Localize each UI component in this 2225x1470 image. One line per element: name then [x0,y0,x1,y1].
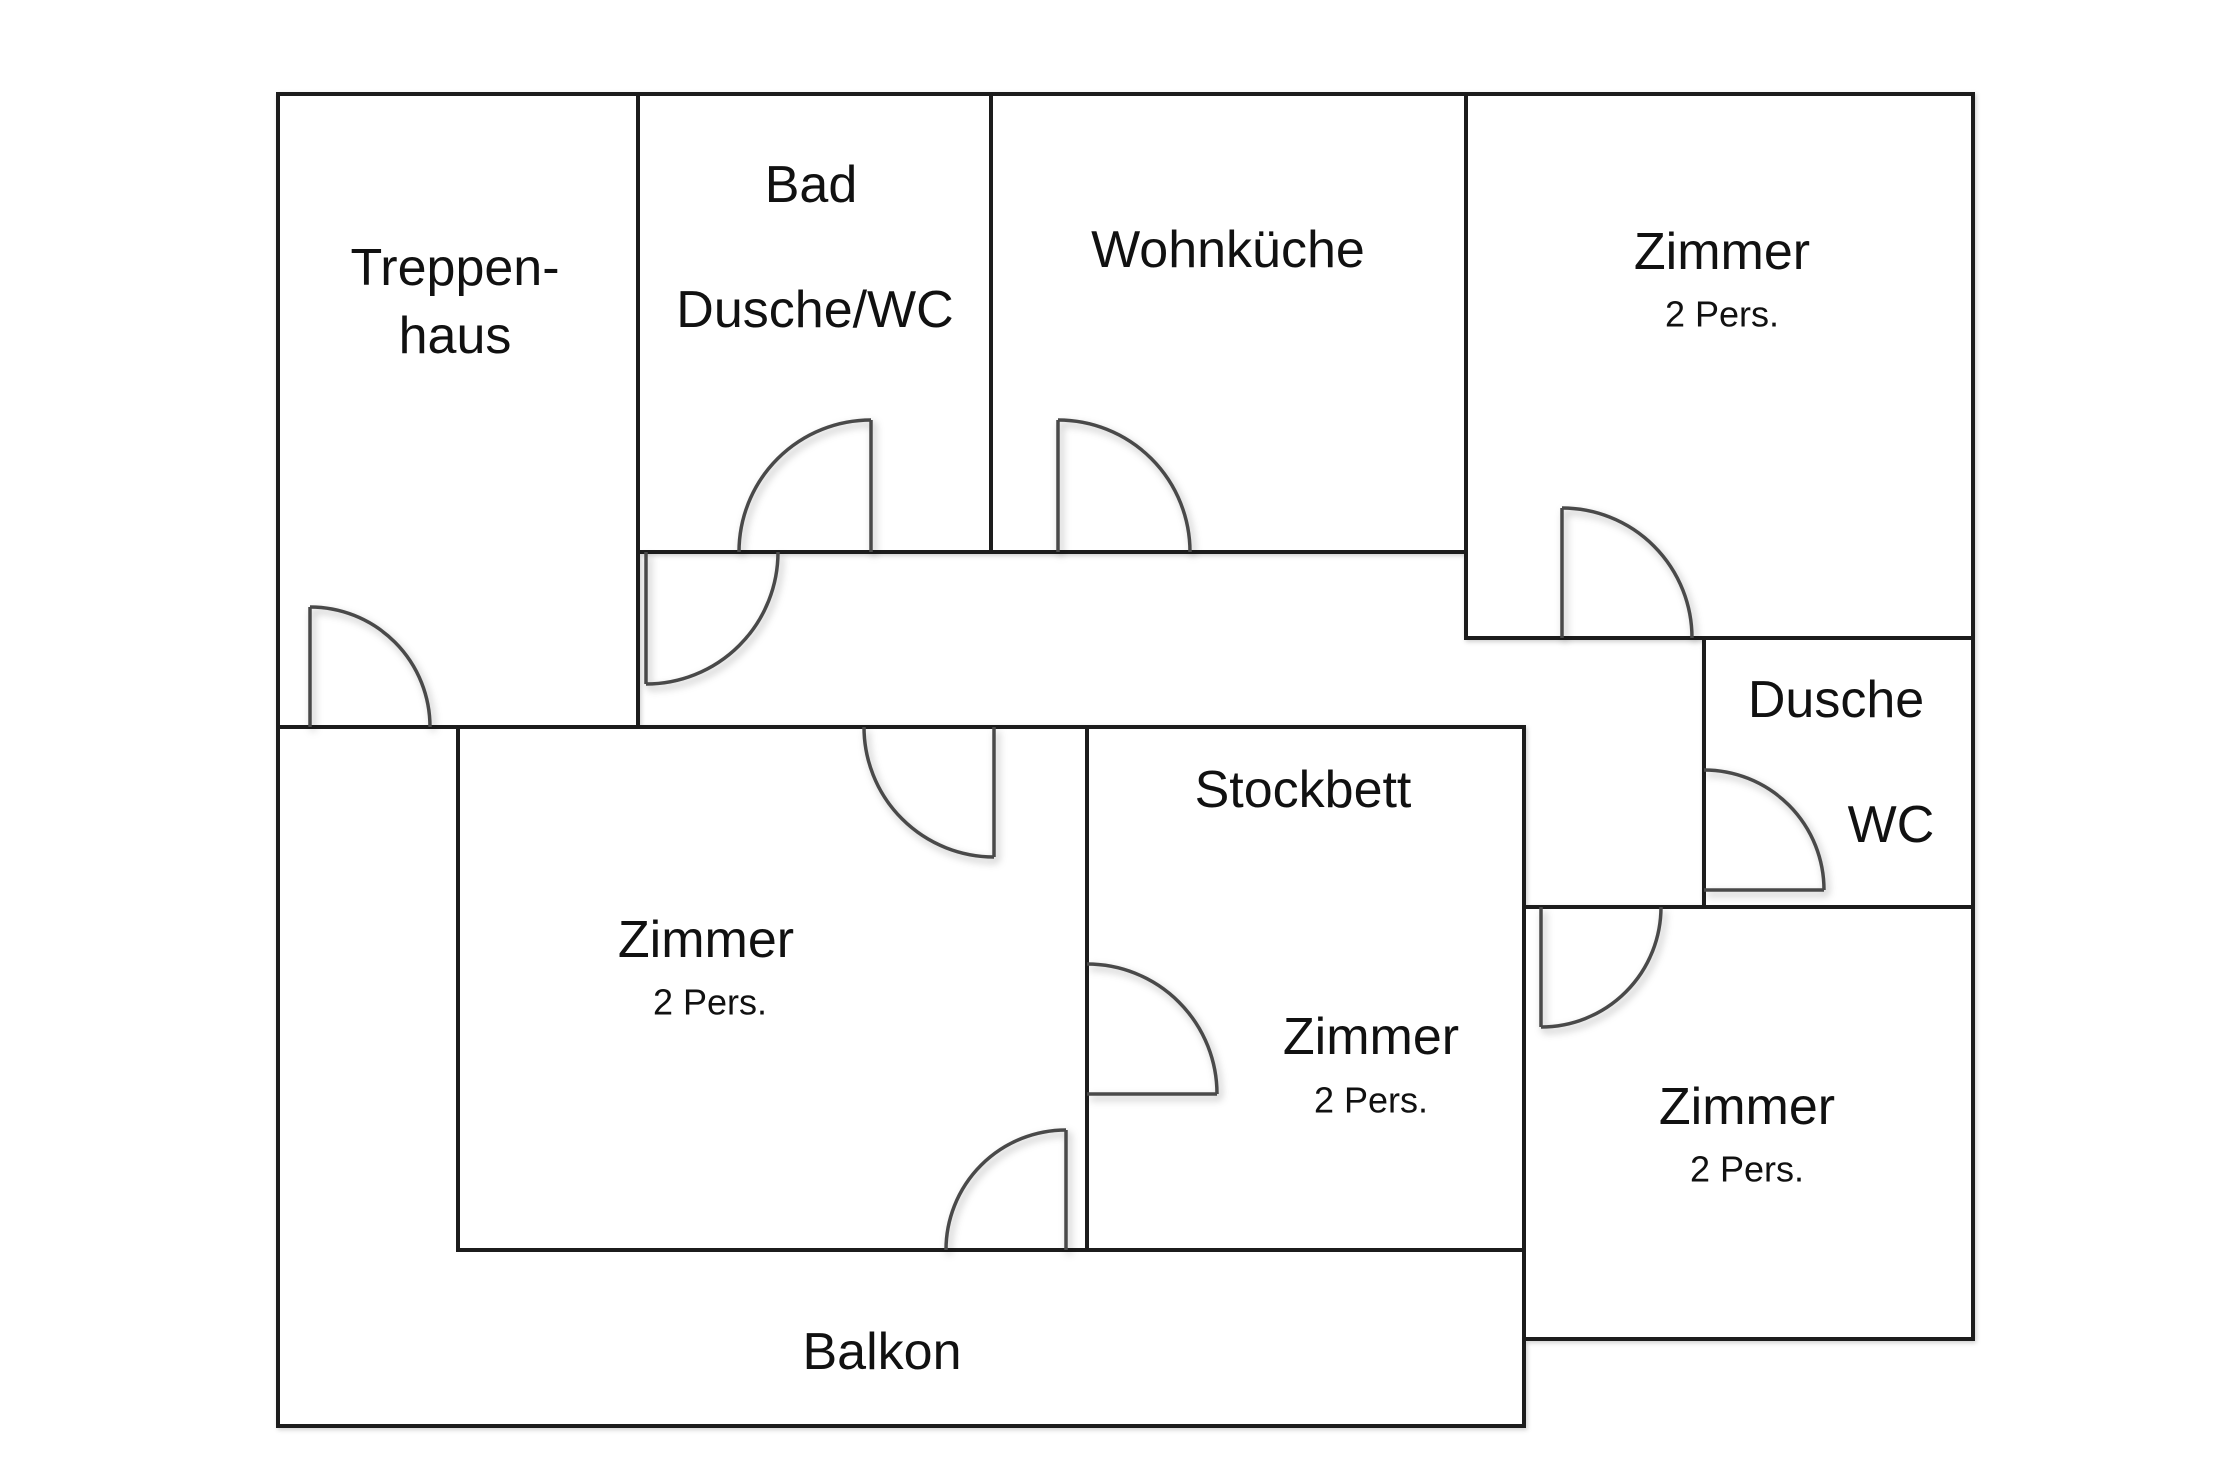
room-bad [636,92,993,554]
label-treppenhaus-line2: haus [399,307,512,365]
label-stockbett: Stockbett [1195,761,1412,819]
label-balkon: Balkon [803,1323,962,1381]
dusche-wc-door-icon [1703,768,1826,892]
label-stockbett-zimmer-capacity: 2 Pers. [1314,1080,1428,1121]
corridor-left-door-icon [644,551,780,686]
label-zimmer-unten-links: Zimmer [618,911,794,969]
label-bad-dusche-wc: Dusche/WC [676,281,953,339]
room-dusche-wc [1702,636,1975,909]
room-wohnkueche [989,92,1468,554]
label-dusche: Dusche [1748,671,1924,729]
doors-layer [308,418,1826,1251]
zimmer-unten-rechts-door-icon [1539,906,1663,1029]
walls-layer [276,92,1975,1428]
bad-door-icon [737,418,873,553]
balkon-door-icon [944,1128,1068,1251]
label-wc: WC [1848,796,1935,854]
label-wohnkueche: Wohnküche [1091,221,1365,279]
label-treppenhaus-line1: Treppen- [350,239,559,297]
room-zimmer-oben-rechts [1464,92,1975,640]
zimmer-unten-links-door-icon [862,726,996,859]
label-zimmer-unten-rechts: Zimmer [1659,1078,1835,1136]
labels-layer: Treppen- haus Bad Dusche/WC Wohnküche Zi… [350,156,1934,1381]
treppenhaus-entry-door-icon [308,605,432,728]
room-stockbett-zimmer [1085,725,1526,1252]
zimmer-oben-rechts-door-icon [1560,506,1694,639]
label-zimmer-oben-rechts-capacity: 2 Pers. [1665,294,1779,335]
room-treppenhaus [276,92,640,729]
room-zimmer-unten-rechts [1522,905,1975,1341]
label-zimmer-unten-rechts-capacity: 2 Pers. [1690,1149,1804,1190]
label-zimmer-oben-rechts: Zimmer [1634,223,1810,281]
stockbett-zimmer-door-icon [1086,962,1219,1096]
wohnkueche-door-icon [1056,418,1192,553]
label-bad: Bad [765,156,858,214]
label-stockbett-zimmer: Zimmer [1283,1008,1459,1066]
label-zimmer-unten-links-capacity: 2 Pers. [653,982,767,1023]
